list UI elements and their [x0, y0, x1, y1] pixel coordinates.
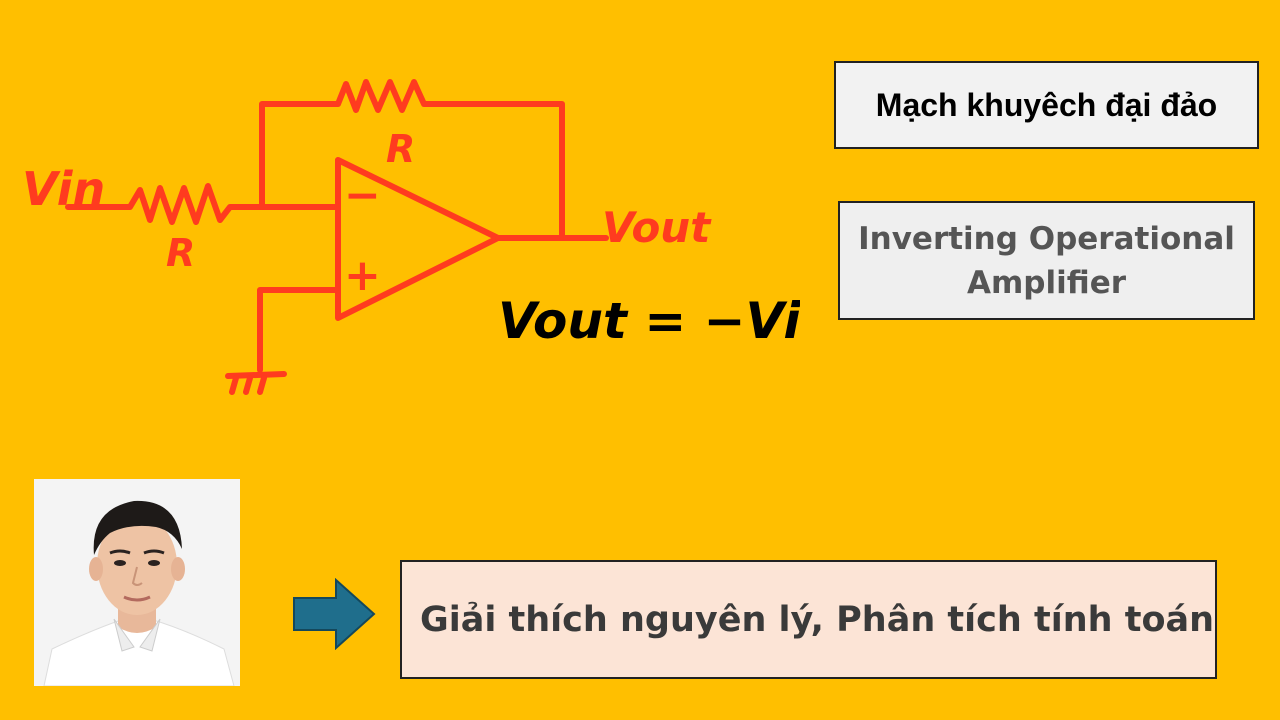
title-vietnamese: Mạch khuyêch đại đảo: [834, 61, 1259, 149]
noninverting-input-sign: +: [344, 250, 381, 301]
right-arrow-icon: [293, 578, 376, 650]
output-label: Vout: [602, 203, 712, 252]
input-wire: [65, 183, 339, 225]
feedback-wire: [259, 79, 565, 241]
input-label: Vin: [22, 162, 105, 216]
presenter-photo: [34, 479, 240, 686]
ground-icon: [225, 371, 287, 395]
ground-wire: [257, 287, 339, 373]
opamp-symbol: [335, 157, 501, 321]
resistor-input-label: R: [166, 231, 195, 275]
subtitle-text: Giải thích nguyên lý, Phân tích tính toá…: [420, 599, 1215, 640]
inverting-input-sign: −: [344, 170, 381, 221]
circuit-diagram: Vin Vout R R − + Vout = −Vin: [22, 79, 800, 395]
formula: Vout = −Vin: [498, 292, 800, 350]
resistor-feedback-label: R: [386, 127, 415, 171]
title-english: Inverting Operational Amplifier: [838, 201, 1255, 320]
subtitle-box: Giải thích nguyên lý, Phân tích tính toá…: [400, 560, 1217, 679]
